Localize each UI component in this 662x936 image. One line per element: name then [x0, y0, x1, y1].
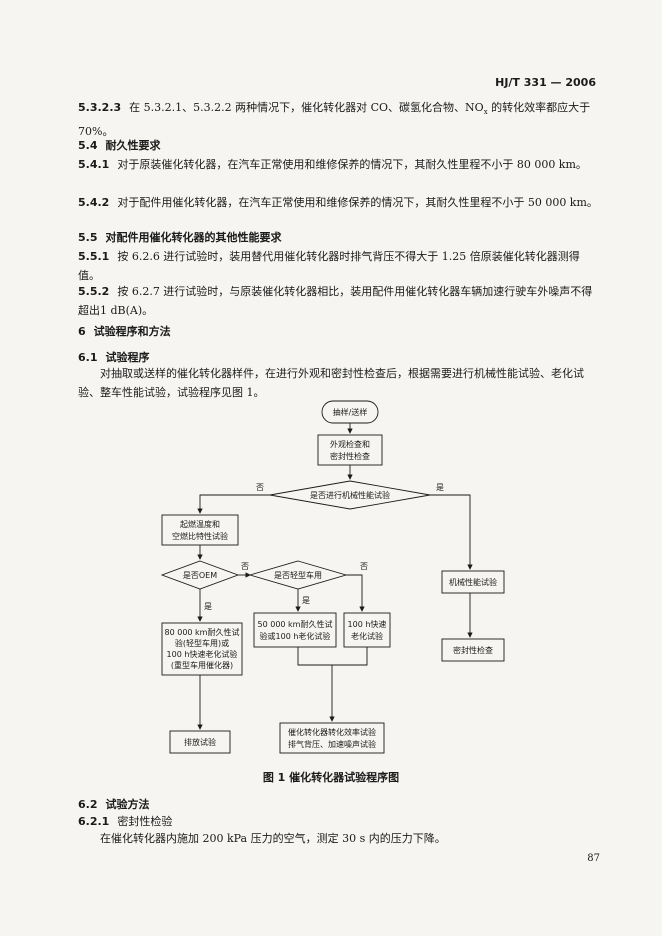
rapid-aging-label-2: 老化试验 — [351, 631, 383, 641]
oem-durability-label-3: 100 h快速老化试验 — [167, 649, 238, 659]
rapid-aging-label-1: 100 h快速 — [348, 619, 387, 629]
nox-subscript: x — [483, 108, 488, 117]
section-number: 6.2.1 — [78, 815, 110, 828]
section-title: 耐久性要求 — [105, 139, 161, 152]
inspection-box — [317, 434, 383, 466]
clause-5-4-1: 5.4.1 对于原装催化转化器，在汽车正常使用和维修保养的情况下，其耐久性里程不小… — [78, 155, 598, 174]
yes-label-mech: 是 — [436, 483, 444, 492]
section-6-heading: 6 试验程序和方法 — [78, 322, 598, 341]
clause-number: 5.3.2.3 — [78, 101, 122, 114]
no-label-oem: 否 — [241, 562, 249, 571]
figure-caption: 图 1 催化转化器试验程序图 — [262, 771, 400, 784]
section-6-1-body: 对抽取或送样的催化转化器样件，在进行外观和密封性检查后，根据需要进行机械性能试验… — [78, 367, 584, 399]
light-durability-label-1: 50 000 km耐久性试 — [258, 619, 333, 629]
light-durability-label-2: 验或100 h老化试验 — [260, 631, 331, 641]
section-title: 试验程序 — [105, 351, 150, 364]
inspection-label-2: 密封性检查 — [330, 451, 370, 461]
clause-number: 5.5.1 — [78, 250, 110, 263]
oem-durability-box — [161, 622, 243, 676]
lightoff-label-2: 空燃比特性试验 — [172, 531, 228, 541]
section-5-4-heading: 5.4 耐久性要求 — [78, 136, 598, 155]
seal-check-label: 密封性检查 — [453, 645, 493, 655]
section-6-2-1-body: 在催化转化器内施加 200 kPa 压力的空气，测定 30 s 内的压力下降。 — [100, 832, 446, 845]
section-number: 6.1 — [78, 351, 98, 364]
no-label-light: 否 — [360, 562, 368, 571]
standard-code: HJ/T 331 — 2006 — [495, 76, 596, 89]
clause-number: 5.5.2 — [78, 285, 110, 298]
rapid-aging-box — [343, 612, 391, 648]
emission-test-box — [169, 730, 231, 754]
final-tests-label-1: 催化转化器转化效率试验 — [288, 727, 376, 737]
clause-text: 按 6.2.7 进行试验时，与原装催化转化器相比，装用配件用催化转化器车辆加速行… — [78, 285, 593, 317]
final-tests-label-2: 排气背压、加速噪声试验 — [288, 739, 376, 749]
start-label: 抽样/送样 — [333, 407, 368, 417]
clause-5-4-2: 5.4.2 对于配件用催化转化器，在汽车正常使用和维修保养的情况下，其耐久性里程不… — [78, 193, 598, 212]
section-title: 密封性检验 — [117, 815, 173, 828]
oem-durability-label-2: 验(轻型车用)或 — [175, 638, 229, 648]
light-duty-durability-box — [253, 612, 337, 648]
decision-mechanical-label: 是否进行机械性能试验 — [310, 490, 390, 500]
clause-5-3-2-3: 5.3.2.3 在 5.3.2.1、5.3.2.2 两种情况下，催化转化器对 CO… — [78, 98, 598, 141]
clause-number: 5.4.2 — [78, 196, 110, 209]
clause-text: 按 6.2.6 进行试验时，装用替代用催化转化器时排气背压不得大于 1.25 倍… — [78, 250, 580, 282]
clause-number: 5.4.1 — [78, 158, 110, 171]
section-number: 6.2 — [78, 798, 98, 811]
section-6-1-heading: 6.1 试验程序 — [78, 348, 598, 367]
test-procedure-flowchart: 抽样/送样 外观检查和 密封性检查 是否进行机械性能试验 否 是 起燃温度和 空… — [160, 400, 505, 754]
section-number: 5.4 — [78, 139, 98, 152]
clause-text-end: 的转化效率都应大于70%。 — [78, 101, 591, 139]
lightoff-label-1: 起燃温度和 — [180, 519, 220, 529]
page-number: 87 — [587, 853, 600, 864]
yes-label-oem: 是 — [204, 602, 212, 611]
inspection-label-1: 外观检查和 — [330, 439, 370, 449]
decision-mechanical-diamond — [269, 480, 431, 510]
mechanical-test-label: 机械性能试验 — [449, 577, 497, 587]
section-title: 对配件用催化转化器的其他性能要求 — [105, 231, 282, 244]
oem-durability-label-4: (重型车用催化器) — [171, 660, 233, 670]
oem-durability-label-1: 80 000 km耐久性试 — [165, 627, 240, 637]
section-number: 6 — [78, 325, 86, 338]
decision-light-label: 是否轻型车用 — [274, 570, 322, 580]
clause-text: 对于配件用催化转化器，在汽车正常使用和维修保养的情况下，其耐久性里程不小于 50… — [117, 196, 598, 209]
mechanical-test-box — [441, 570, 505, 594]
section-title: 试验程序和方法 — [93, 325, 171, 338]
yes-label-light: 是 — [302, 596, 310, 605]
emission-test-label: 排放试验 — [184, 737, 216, 747]
section-number: 5.5 — [78, 231, 98, 244]
section-title: 试验方法 — [105, 798, 150, 811]
seal-check-box — [441, 638, 505, 662]
decision-oem-label: 是否OEM — [183, 571, 217, 580]
clause-text: 对于原装催化转化器，在汽车正常使用和维修保养的情况下，其耐久性里程不小于 80 … — [117, 158, 587, 171]
section-6-2-1-heading: 6.2.1 密封性检验 — [78, 812, 598, 831]
lightoff-test-box — [161, 514, 239, 546]
section-6-2-heading: 6.2 试验方法 — [78, 795, 598, 814]
clause-text: 在 5.3.2.1、5.3.2.2 两种情况下，催化转化器对 CO、碳氢化合物、… — [129, 101, 484, 114]
no-label-mech: 否 — [256, 483, 264, 492]
final-tests-box — [279, 722, 385, 754]
section-5-5-heading: 5.5 对配件用催化转化器的其他性能要求 — [78, 228, 598, 247]
